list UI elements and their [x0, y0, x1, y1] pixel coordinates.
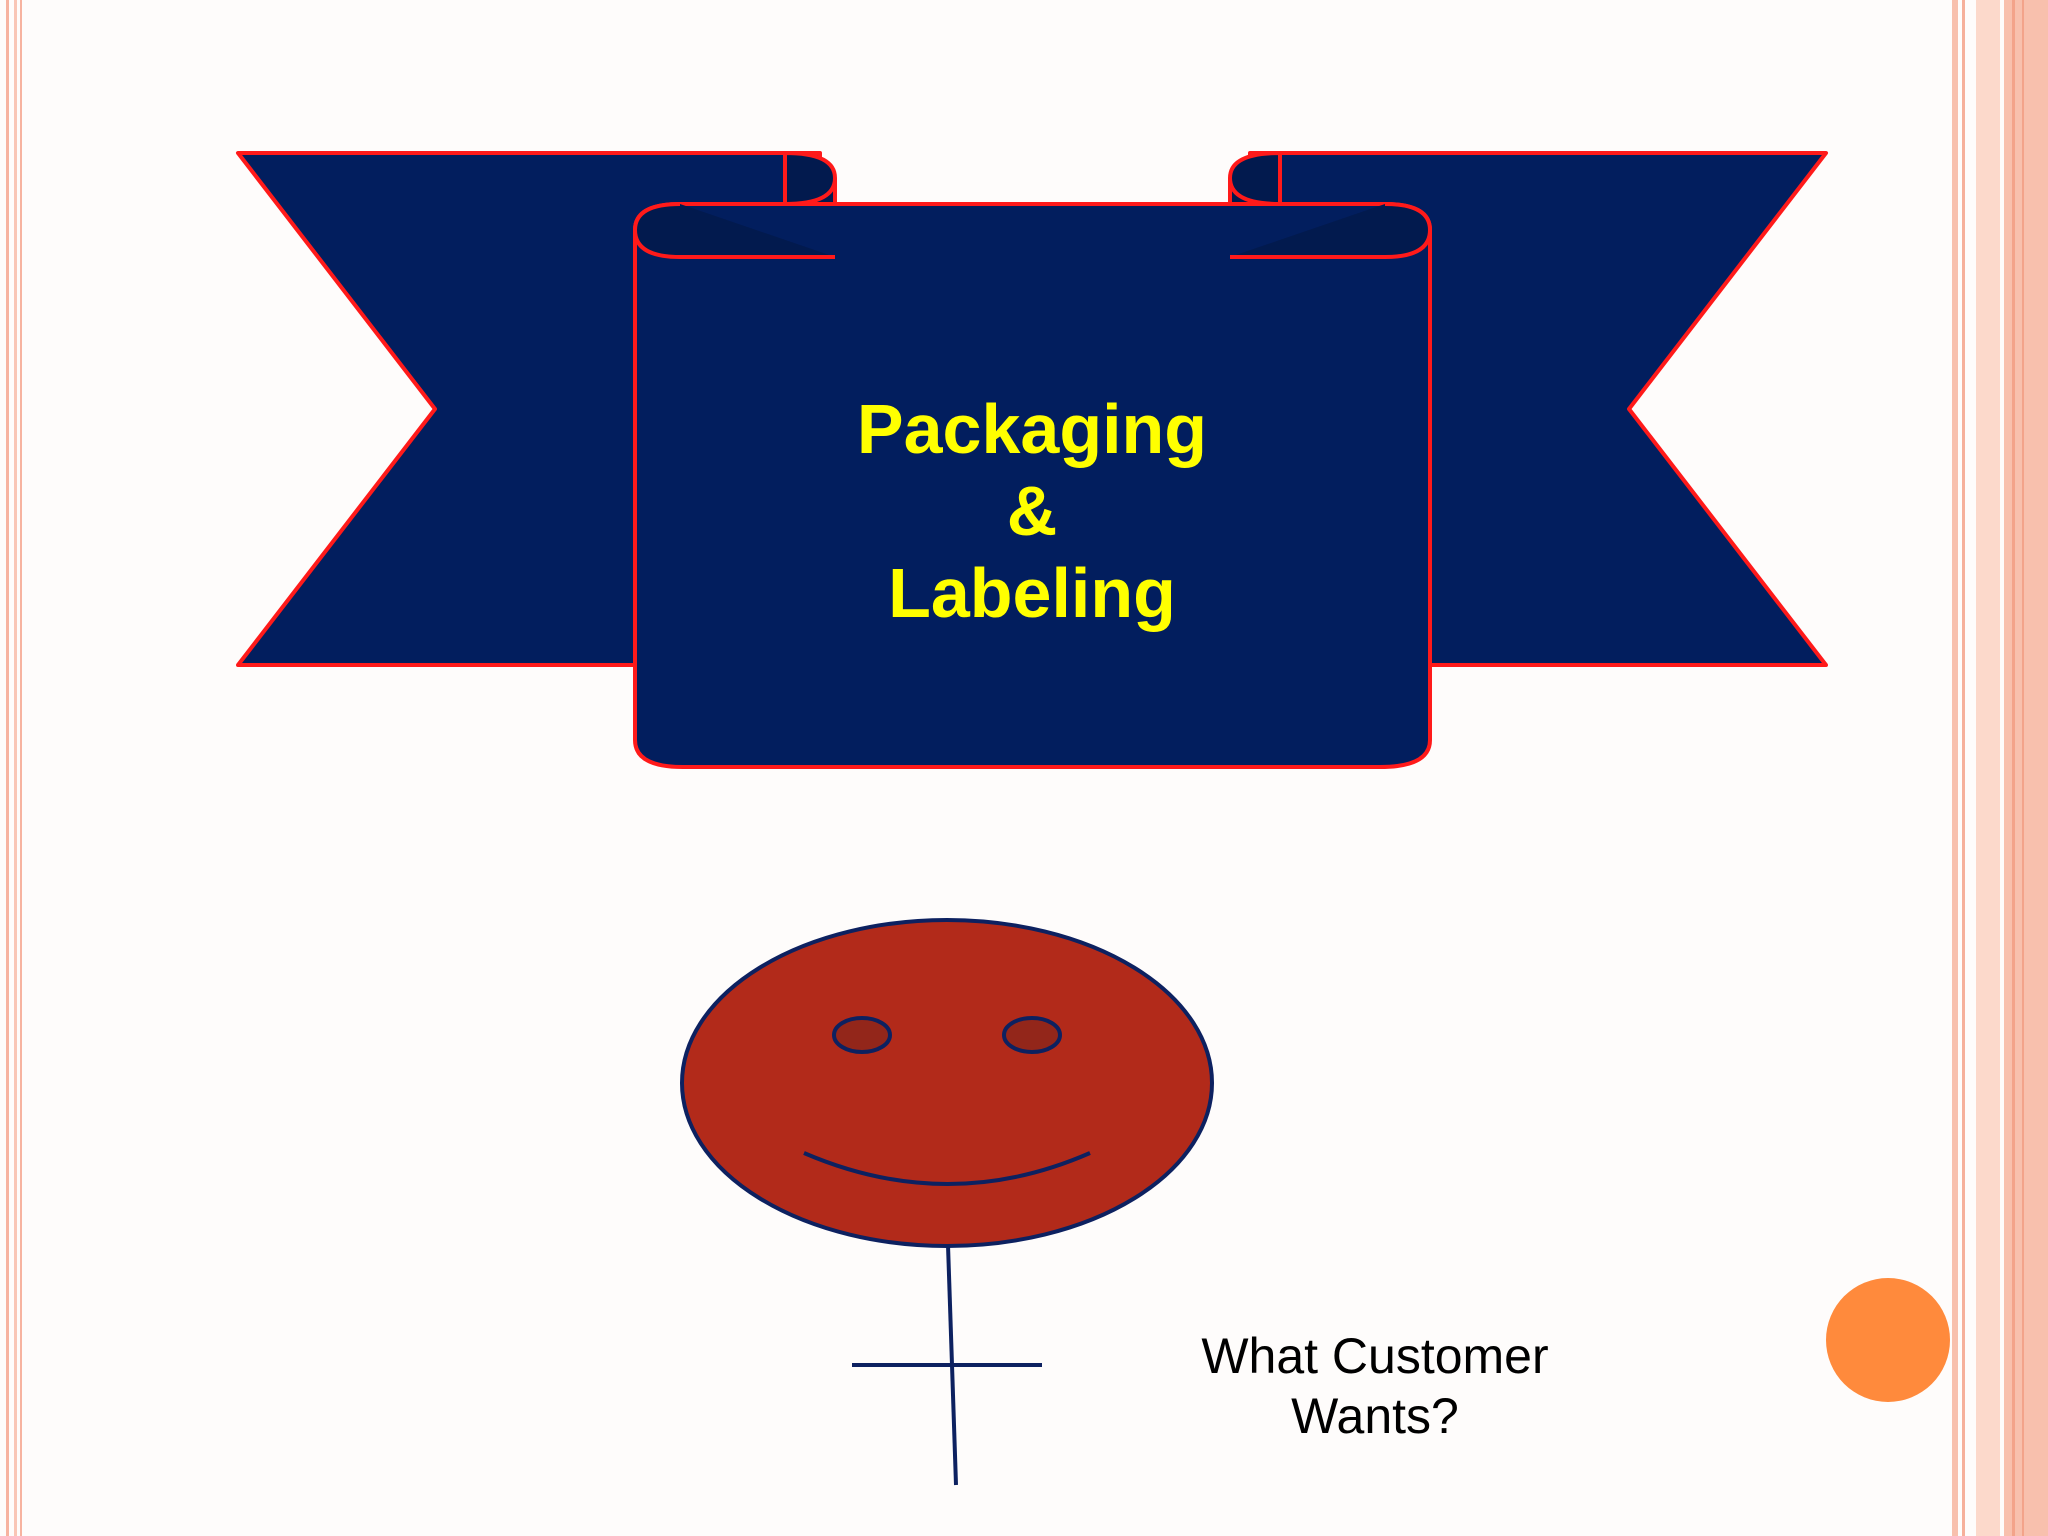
caption-text: What Customer Wants?: [1160, 1326, 1590, 1446]
banner-title: Packaging & Labeling: [640, 388, 1424, 634]
smiley-stick-figure-icon: [680, 918, 1214, 1486]
ribbon-banner-icon: [236, 150, 1828, 769]
caption-line-1: What Customer: [1201, 1328, 1549, 1384]
ribbon-left-curl: [632, 202, 835, 259]
title-line-1: Packaging: [856, 390, 1208, 468]
right-border-decoration: [1952, 0, 2048, 1536]
caption-line-2: Wants?: [1291, 1388, 1459, 1444]
ribbon-right-curl: [1230, 202, 1433, 259]
left-border-decoration: [0, 0, 28, 1536]
face-head: [680, 918, 1214, 1248]
left-eye: [832, 1016, 892, 1054]
title-line-3: Labeling: [888, 554, 1176, 632]
right-eye: [1002, 1016, 1062, 1054]
title-line-2: &: [1006, 472, 1058, 550]
orange-circle-icon: [1826, 1278, 1950, 1402]
smile-mouth: [803, 1151, 1091, 1186]
